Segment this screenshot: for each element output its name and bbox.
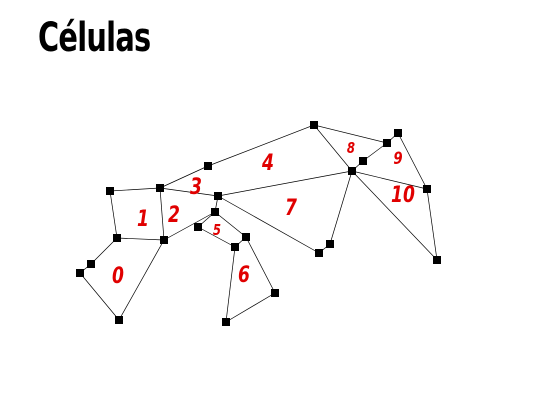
vertex-node [433, 256, 441, 264]
edge [217, 195, 320, 254]
page-title: Células [38, 15, 151, 61]
edge [159, 165, 209, 189]
vertex-node [348, 167, 356, 175]
cell-label: 8 [347, 141, 355, 158]
cell-label: 0 [112, 263, 124, 289]
vertex-node [383, 139, 391, 147]
cell-nodes [76, 121, 441, 326]
vertex-node [222, 318, 230, 326]
edge [313, 124, 353, 172]
edge [351, 170, 438, 261]
cell-label: 5 [213, 223, 221, 240]
vertex-node [160, 236, 168, 244]
edge [79, 272, 120, 321]
edge [90, 237, 118, 265]
cell-edges [79, 124, 438, 323]
vertex-node [326, 240, 334, 248]
vertex-node [315, 249, 323, 257]
vertex-node [115, 316, 123, 324]
cell-label: 9 [393, 148, 402, 168]
edge [313, 124, 388, 144]
edge [351, 170, 428, 190]
edge [116, 237, 165, 241]
edge [397, 132, 428, 190]
edge [329, 170, 353, 245]
cell-label: 4 [261, 150, 274, 176]
vertex-node [204, 162, 212, 170]
vertex-node [76, 269, 84, 277]
vertex-node [231, 243, 239, 251]
vertex-node [194, 223, 202, 231]
cell-label: 3 [190, 174, 202, 200]
edge [163, 211, 216, 241]
edge [197, 226, 236, 248]
vertex-node [242, 233, 250, 241]
vertex-node [359, 157, 367, 165]
vertex-node [394, 129, 402, 137]
edge [245, 236, 276, 294]
edge [159, 187, 165, 241]
edge [214, 211, 247, 238]
edge [217, 170, 353, 197]
cell-label: 1 [137, 206, 149, 232]
edge [426, 188, 438, 261]
vertex-node [423, 185, 431, 193]
edge [109, 187, 161, 192]
cell-label: 6 [238, 262, 250, 288]
vertex-node [87, 260, 95, 268]
edge [159, 187, 219, 197]
vertex-node [211, 208, 219, 216]
vertex-node [271, 289, 279, 297]
vertex-node [113, 234, 121, 242]
vertex-node [106, 187, 114, 195]
edge [225, 246, 236, 323]
cell-label: 7 [285, 195, 297, 221]
edge [109, 190, 118, 239]
vertex-node [214, 192, 222, 200]
cell-label: 2 [168, 202, 180, 228]
cell-label: 10 [391, 182, 415, 208]
edge [225, 292, 276, 323]
vertex-node [310, 121, 318, 129]
vertex-node [156, 184, 164, 192]
edge [118, 239, 165, 321]
edge [207, 124, 315, 167]
